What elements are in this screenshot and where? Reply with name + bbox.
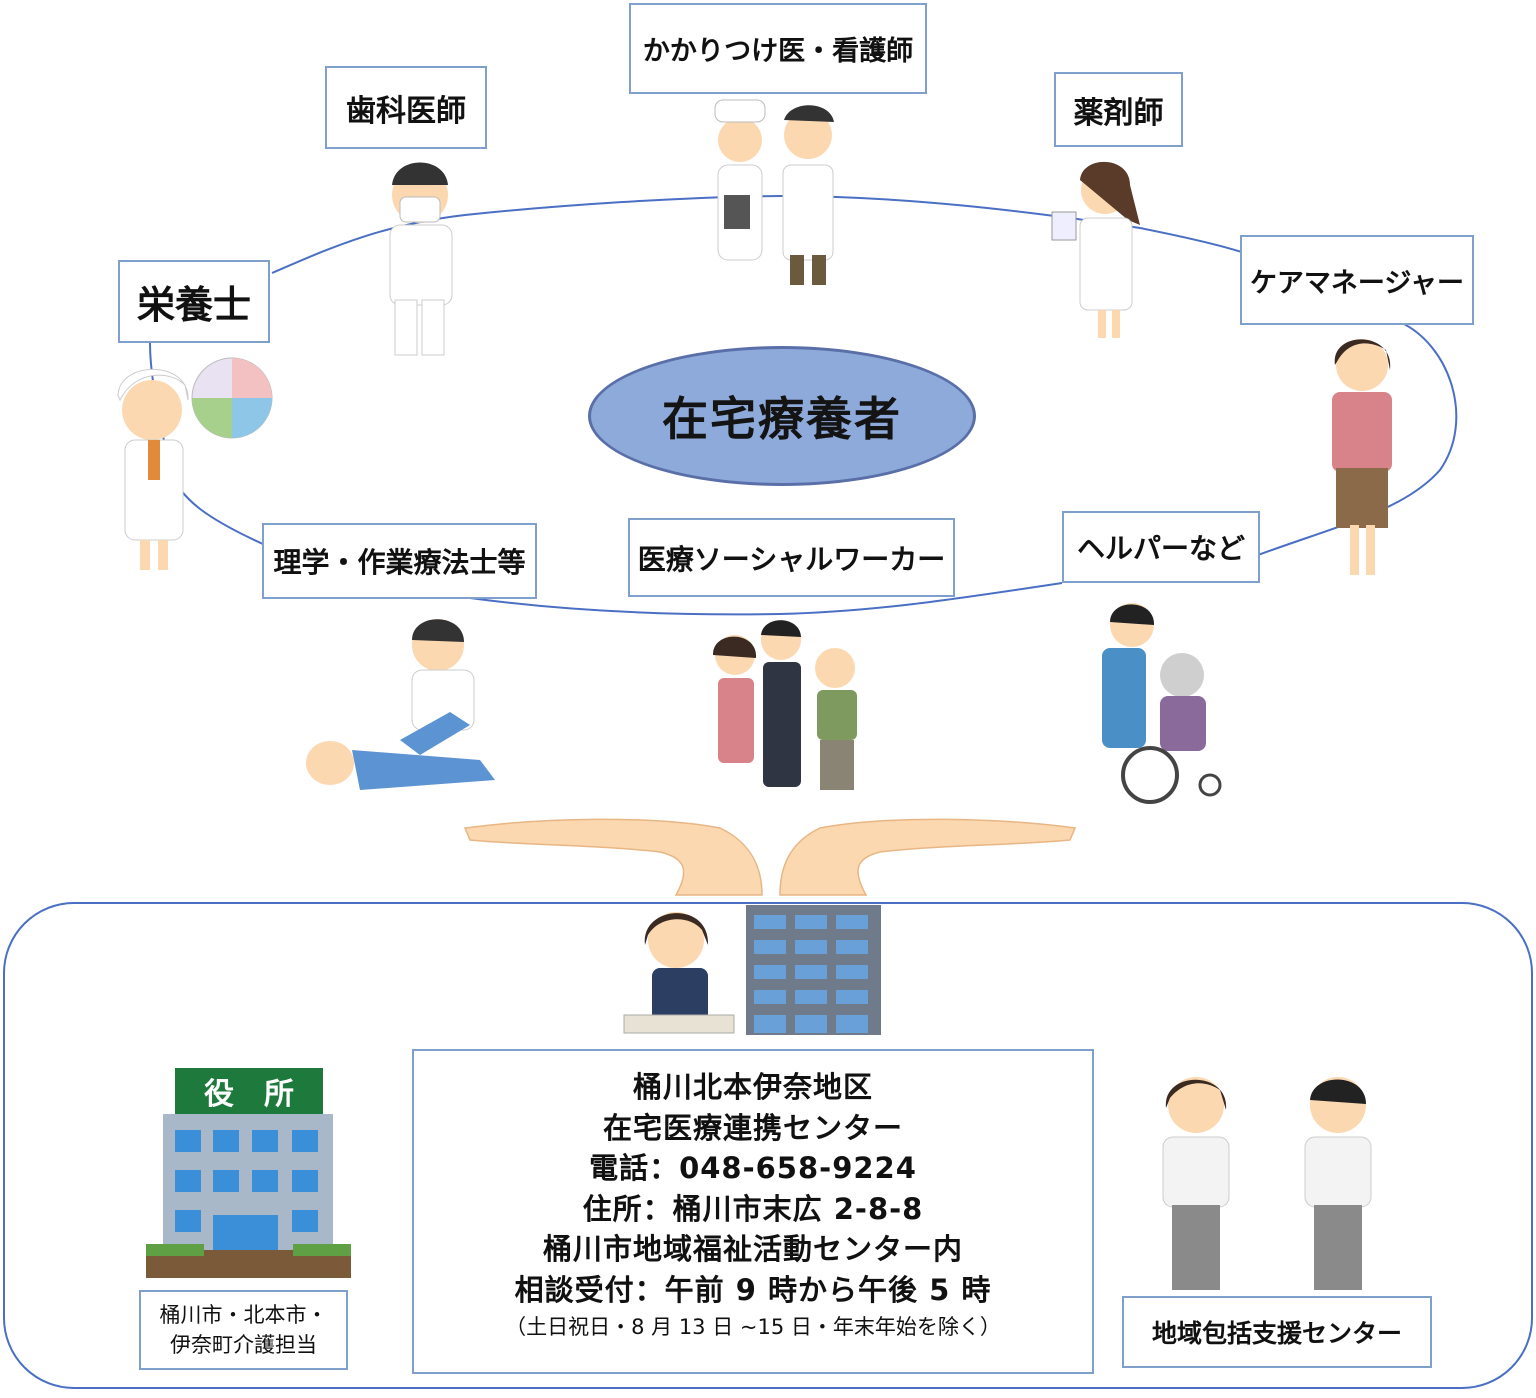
info-address: 住所：桶川市末広 2-8-8 [582, 1191, 924, 1226]
office-building-icon [746, 905, 881, 1035]
nutritionist-icon [117, 357, 273, 570]
label-support-center: 地域包括支援センター [1122, 1296, 1432, 1368]
therapist-patient-icon [306, 619, 495, 790]
city-hall-building-icon [146, 1114, 351, 1278]
care-ring-right [1257, 321, 1458, 556]
pharmacist-icon [1051, 161, 1140, 338]
supporting-hands-icon [463, 818, 1077, 896]
city-hall-label-line2: 伊奈町介護担当 [170, 1333, 317, 1357]
operator-icon [623, 912, 735, 1034]
info-phone: 電話：048-658-9224 [589, 1151, 917, 1185]
doctor-nurse-icon [714, 99, 834, 285]
info-line-2: 在宅医療連携センター [602, 1110, 903, 1145]
label-doctor-nurse-text: かかりつけ医・看護師 [642, 36, 914, 67]
label-dentist-text: 歯科医師 [346, 93, 466, 129]
care-ring-bottom [469, 582, 1063, 616]
center-label: 在宅療養者 [662, 392, 902, 446]
info-hours: 相談受付：午前 9 時から午後 5 時 [514, 1272, 992, 1307]
city-hall-label-line1: 桶川市・北本市・ [159, 1303, 328, 1327]
label-support-center-text: 地域包括支援センター [1151, 1319, 1402, 1348]
label-doctor-nurse: かかりつけ医・看護師 [629, 3, 927, 94]
family-group-icon [712, 620, 857, 790]
label-therapist: 理学・作業療法士等 [262, 523, 537, 599]
label-nutritionist-text: 栄養士 [136, 283, 251, 327]
info-note: （土日祝日・8 月 13 日 ~15 日・年末年始を除く） [505, 1315, 1001, 1339]
label-dentist: 歯科医師 [325, 66, 487, 149]
label-social-worker-text: 医療ソーシャルワーカー [637, 542, 946, 576]
dentist-icon [389, 162, 453, 356]
city-hall-sign-text: 役 所 [175, 1068, 323, 1114]
city-hall-sign-label: 役 所 [204, 1077, 294, 1112]
label-city-hall: 桶川市・北本市・ 伊奈町介護担当 [139, 1290, 348, 1370]
label-helper-text: ヘルパーなど [1076, 532, 1245, 565]
label-therapist-text: 理学・作業療法士等 [273, 546, 526, 579]
label-nutritionist: 栄養士 [118, 260, 270, 343]
support-frame [3, 902, 1533, 1389]
label-pharmacist: 薬剤師 [1054, 72, 1183, 147]
support-staff-icon [1162, 1077, 1372, 1290]
label-helper: ヘルパーなど [1062, 511, 1260, 583]
helper-wheelchair-icon [1102, 603, 1222, 804]
info-line-5: 桶川市地域福祉活動センター内 [542, 1232, 963, 1266]
info-line-1: 桶川北本伊奈地区 [632, 1070, 873, 1104]
label-care-manager-text: ケアマネージャー [1249, 267, 1465, 299]
city-hall-sign [175, 1068, 323, 1114]
label-care-manager: ケアマネージャー [1240, 235, 1474, 325]
label-social-worker: 医療ソーシャルワーカー [628, 518, 955, 597]
home-patient-center: 在宅療養者 [588, 346, 976, 486]
label-pharmacist-text: 薬剤師 [1073, 95, 1164, 131]
care-manager-icon [1332, 339, 1392, 575]
center-info-box: 桶川北本伊奈地区 在宅医療連携センター 電話：048-658-9224 住所：桶… [412, 1049, 1094, 1374]
